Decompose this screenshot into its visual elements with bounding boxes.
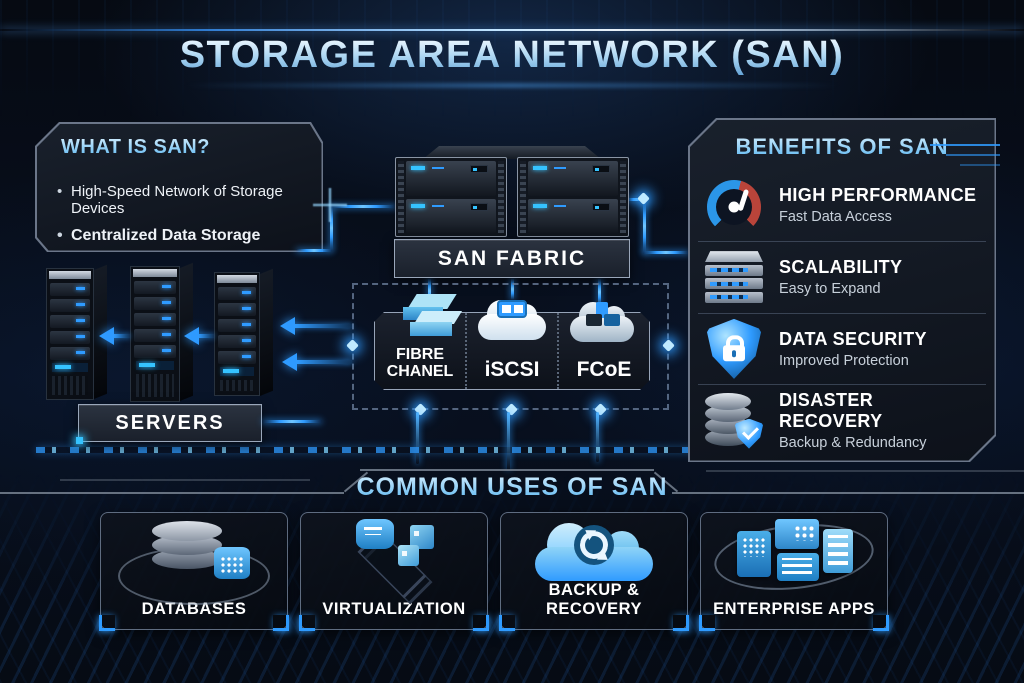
page-title: STORAGE AREA NETWORK (SAN): [0, 34, 1024, 77]
array-lid: [423, 146, 601, 159]
connector-line: [643, 198, 646, 254]
shield-lock-icon: [704, 318, 764, 379]
circuit-texture-top: [0, 0, 1024, 120]
connector-line: [296, 249, 332, 252]
left-arrow-icon: [99, 327, 114, 345]
top-divider-glow: [0, 29, 1024, 31]
left-arrow-icon: [282, 353, 297, 371]
divider-line: [60, 479, 310, 481]
connector-line: [507, 412, 510, 470]
use-card-label: VIRTUALIZATION: [322, 600, 466, 618]
glow-node: [637, 192, 650, 205]
database-shield-icon: [704, 392, 764, 449]
virtual-machines-icon: [301, 513, 487, 605]
drive-unit: [528, 198, 618, 233]
servers-label: SERVERS: [115, 411, 225, 434]
left-arrow-icon: [280, 317, 295, 335]
connector-line: [511, 278, 514, 300]
divider-line: [0, 492, 344, 494]
connector-line: [330, 205, 396, 208]
server-stack-icon: [704, 251, 764, 303]
deco-line: [960, 164, 986, 166]
benefit-subtitle: Easy to Expand: [779, 281, 881, 298]
cloud-sync-icon: [501, 513, 687, 581]
fibre-channel-box-icon: [398, 294, 463, 338]
bullet-item: Centralized Data Storage: [55, 222, 315, 250]
arrow-tail: [296, 360, 352, 364]
deco-line: [930, 144, 986, 146]
benefit-title: DATA SECURITY: [779, 328, 927, 349]
connector-line: [262, 420, 322, 423]
benefit-row: SCALABILITY Easy to Expand: [698, 240, 986, 313]
left-arrow-icon: [184, 327, 199, 345]
benefit-title: DISASTER RECOVERY: [779, 390, 883, 432]
connector-line: [416, 412, 419, 464]
connector-line: [598, 278, 601, 306]
use-card-backup-recovery: BACKUP & RECOVERY: [499, 512, 689, 631]
use-card-databases: DATABASES: [99, 512, 289, 631]
benefit-subtitle: Fast Data Access: [779, 209, 892, 226]
connector-line: [628, 198, 646, 201]
what-is-san-title: WHAT IS SAN?: [61, 136, 210, 158]
divider-line: [706, 470, 1024, 472]
benefit-row: DATA SECURITY Improved Protection: [698, 312, 986, 385]
connector-line: [643, 251, 689, 254]
database-stack-icon: [101, 513, 287, 605]
cloud-blocks-icon: [570, 296, 634, 342]
server-tower-icon: [214, 268, 273, 396]
benefit-row: HIGH PERFORMANCE Fast Data Access: [698, 170, 986, 241]
data-stream-band: [36, 447, 696, 453]
server-tower-icon: [46, 264, 107, 400]
arrow-tail: [113, 334, 130, 338]
connector-line: [428, 278, 431, 304]
cloud-window-icon: [478, 288, 546, 340]
arrow-tail: [198, 334, 214, 338]
use-card-virtualization: VIRTUALIZATION: [299, 512, 489, 631]
use-card-label: DATABASES: [141, 600, 247, 618]
san-fabric-label: SAN FABRIC: [437, 246, 587, 270]
benefits-panel: BENEFITS OF SAN HIGH PERFORMANCE Fast Da…: [688, 118, 996, 462]
connector-line: [330, 205, 333, 251]
use-card-label: ENTERPRISE APPS: [713, 600, 875, 618]
benefit-title: HIGH PERFORMANCE: [779, 185, 977, 206]
use-card-enterprise-apps: ENTERPRISE APPS: [699, 512, 889, 631]
title-glow-beam: [184, 84, 840, 87]
benefit-subtitle: Improved Protection: [779, 352, 909, 369]
storage-array-icon: [395, 146, 629, 240]
deco-line: [946, 154, 986, 156]
common-uses-title: COMMON USES OF SAN: [0, 473, 1024, 502]
benefit-title: SCALABILITY: [779, 257, 903, 278]
corner-accent: [76, 437, 83, 444]
storage-chassis: [395, 157, 507, 237]
benefits-title: BENEFITS OF SAN: [688, 134, 996, 160]
storage-chassis: [517, 157, 629, 237]
gauge-icon: [704, 180, 764, 235]
protocol-fcoe: FCoE: [557, 313, 649, 389]
app-tiles-icon: [701, 513, 887, 600]
drive-unit: [406, 161, 496, 196]
use-card-label: BACKUP & RECOVERY: [546, 581, 642, 618]
protocol-iscsi: iSCSI: [465, 313, 557, 389]
drive-unit: [528, 161, 618, 196]
server-tower-icon: [130, 262, 193, 402]
drive-unit: [406, 198, 496, 233]
benefit-subtitle: Backup & Redundancy: [779, 435, 927, 452]
what-is-san-panel: WHAT IS SAN? High-Speed Network of Stora…: [35, 122, 323, 252]
bullet-item: High-Speed Network of Storage Devices: [55, 178, 315, 222]
servers-box: SERVERS: [76, 404, 262, 444]
san-fabric-box: SAN FABRIC: [394, 239, 630, 278]
benefits-list: HIGH PERFORMANCE Fast Data Access SCALAB…: [698, 170, 986, 456]
divider-line: [672, 492, 1024, 494]
divider-line: [360, 469, 654, 471]
connector-line: [596, 412, 599, 462]
arrow-tail: [294, 324, 352, 328]
benefit-row: DISASTER RECOVERY Backup & Redundancy: [698, 384, 986, 456]
protocol-fibre-channel: FIBRE CHANEL: [386, 346, 454, 381]
what-is-san-bullets: High-Speed Network of Storage Devices Ce…: [55, 178, 315, 250]
